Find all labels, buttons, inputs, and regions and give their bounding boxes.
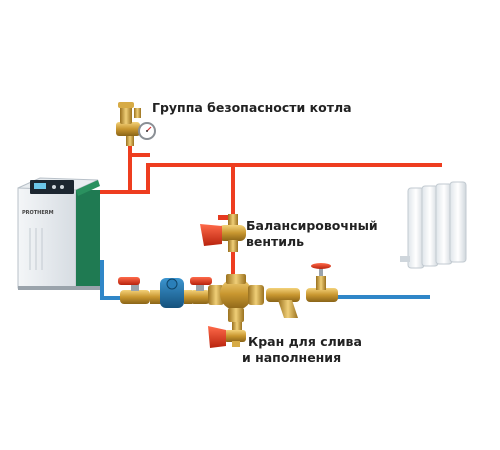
mixing-valve-right-port xyxy=(248,285,264,305)
boiler-knob xyxy=(52,185,56,189)
circulation-pump xyxy=(150,278,192,308)
balancing-valve-label-line2: вентиль xyxy=(246,234,304,249)
mixing-valve-top-port xyxy=(226,274,246,284)
boiler-top-front xyxy=(76,180,100,196)
pump-body xyxy=(160,278,184,308)
drain-valve-connector xyxy=(232,322,242,332)
supply-pipe-boiler-riser xyxy=(98,153,150,194)
boiler-vent-lines xyxy=(29,228,43,270)
mixing-valve-bottom-port xyxy=(228,308,244,322)
balancing-valve-body xyxy=(218,225,246,241)
boiler-side-panel xyxy=(17,187,77,289)
pump-fitting xyxy=(150,290,162,304)
balancing-valve-cap xyxy=(218,215,228,220)
boiler: PROTHERM xyxy=(17,177,100,290)
drain-valve-label-line2: и наполнения xyxy=(242,350,341,365)
ball-valve-left xyxy=(118,277,150,304)
drain-fill-valve xyxy=(208,322,246,348)
balancing-valve-handle xyxy=(200,224,222,246)
air-vent xyxy=(134,108,141,118)
safety-group-stem xyxy=(126,132,134,146)
mixing-valve-body xyxy=(220,278,252,310)
ball-valve-handle xyxy=(118,277,140,285)
globe-valve-bonnet xyxy=(316,276,326,290)
radiator xyxy=(400,181,467,269)
gauge-center xyxy=(146,130,148,132)
balancing-valve xyxy=(200,214,246,252)
supply-pipe-to-radiator xyxy=(146,163,442,194)
return-pipes xyxy=(100,260,430,300)
safety-relief-cap xyxy=(118,102,134,108)
safety-relief-valve xyxy=(120,106,132,124)
globe-valve-stem xyxy=(319,266,323,276)
strainer-filter xyxy=(266,288,300,318)
globe-valve-handwheel xyxy=(311,263,331,269)
drain-valve-label-line1: Кран для слива xyxy=(248,334,362,349)
drain-valve-outlet xyxy=(232,341,240,347)
pump-fitting xyxy=(184,290,192,304)
strainer-leg xyxy=(278,300,298,318)
boiler-brand-label: PROTHERM xyxy=(22,210,54,216)
ball-valve-stem xyxy=(196,284,204,291)
safety-group-body xyxy=(116,122,140,136)
globe-valve xyxy=(306,263,338,302)
ball-valve-stem xyxy=(131,284,139,291)
ball-valve-body xyxy=(120,290,150,304)
balancing-valve-label-line1: Балансировочный xyxy=(246,218,378,233)
balancing-valve-top xyxy=(228,214,238,228)
drain-valve-handle xyxy=(208,326,226,348)
boiler-front-panel xyxy=(76,190,100,286)
ball-valve-handle xyxy=(190,277,212,285)
pump-head xyxy=(166,278,178,290)
boiler-base xyxy=(18,286,100,290)
mixing-valve-left-port xyxy=(208,285,224,305)
return-pipe-boiler-inlet xyxy=(100,260,124,300)
globe-valve-body xyxy=(306,288,338,302)
ball-valve-body xyxy=(190,290,210,304)
safety-group xyxy=(116,102,156,146)
radiator-section xyxy=(449,181,467,263)
boiler-display xyxy=(34,183,46,189)
balancing-valve-bottom xyxy=(228,240,238,252)
boiler-knob xyxy=(60,185,64,189)
mixing-valve xyxy=(208,274,264,322)
drain-valve-body xyxy=(224,330,246,342)
radiator-valve xyxy=(400,256,410,262)
strainer-body xyxy=(266,288,300,302)
safety-group-label: Группа безопасности котла xyxy=(152,100,352,115)
supply-pipes xyxy=(98,143,442,280)
ball-valve-right xyxy=(190,277,212,304)
